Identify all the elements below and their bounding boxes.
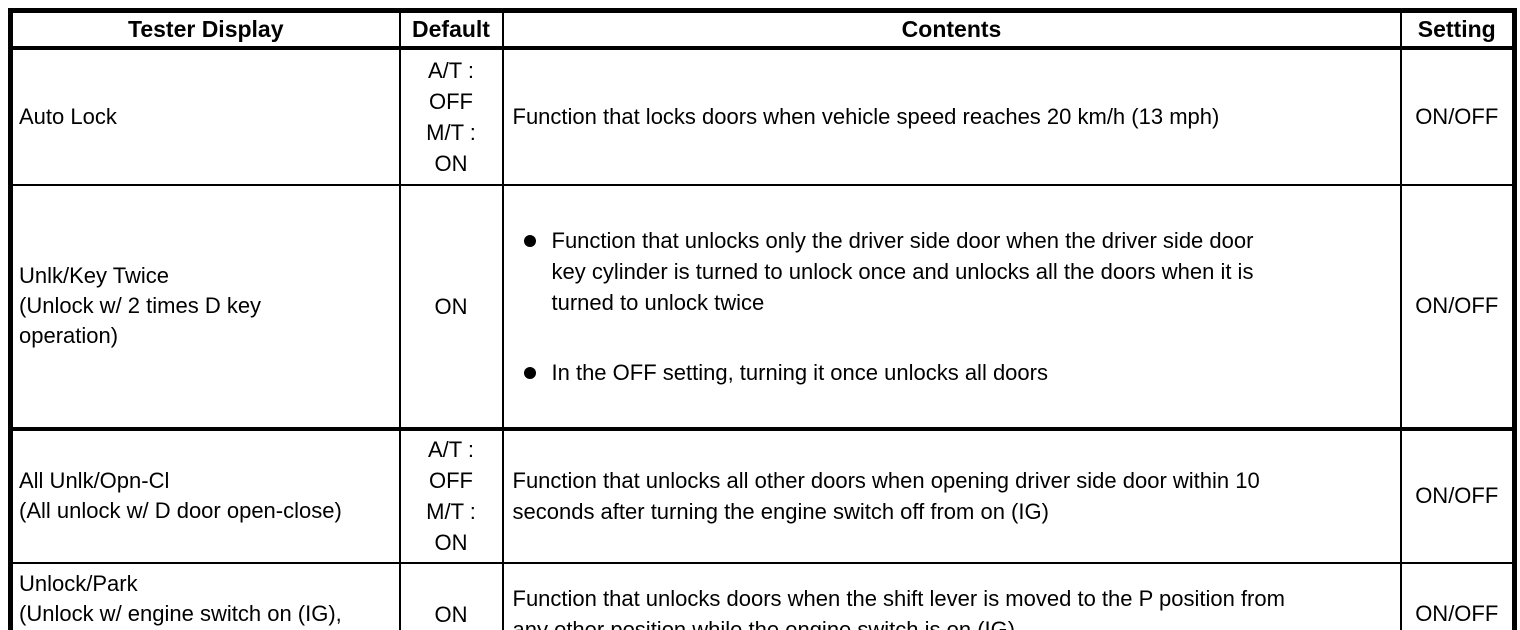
tester-settings-table: Tester Display Default Contents Setting … (8, 8, 1517, 630)
table-row-all-unlk-opn-cl: All Unlk/Opn-Cl (All unlock w/ D door op… (9, 427, 1516, 564)
cell-setting: ON/OFF (1399, 427, 1516, 564)
cell-setting: ON/OFF (1399, 46, 1516, 186)
table-row-auto-lock: Auto Lock A/T : OFF M/T : ON Function th… (9, 46, 1516, 186)
bullet-text: In the OFF setting, turning it once unlo… (551, 359, 1048, 385)
cell-setting: ON/OFF (1399, 561, 1516, 630)
bullet-list-item: Function that unlocks only the driver si… (522, 225, 1394, 318)
header-default: Default (398, 9, 504, 50)
header-contents: Contents (501, 9, 1402, 50)
cell-tester-display: Auto Lock (9, 46, 401, 186)
cell-tester-display: All Unlk/Opn-Cl (All unlock w/ D door op… (9, 427, 401, 564)
cell-contents: Function that unlocks only the driver si… (501, 183, 1402, 431)
header-tester-display: Tester Display (9, 9, 401, 50)
cell-default: A/T : OFF M/T : ON (398, 46, 504, 186)
cell-default: ON (398, 183, 504, 431)
table-row-unlk-key-twice: Unlk/Key Twice (Unlock w/ 2 times D key … (9, 183, 1516, 431)
header-setting: Setting (1399, 9, 1516, 50)
bullet-icon (523, 234, 536, 247)
cell-contents: Function that unlocks doors when the shi… (501, 561, 1402, 630)
cell-tester-display: Unlk/Key Twice (Unlock w/ 2 times D key … (9, 183, 401, 431)
bullet-text: Function that unlocks only the driver si… (551, 227, 1254, 315)
cell-tester-display: Unlock/Park (Unlock w/ engine switch on … (9, 561, 401, 630)
table-row-unlock-park: Unlock/Park (Unlock w/ engine switch on … (9, 561, 1516, 630)
bullet-icon (523, 366, 536, 379)
cell-default: ON (398, 561, 504, 630)
cell-contents: Function that locks doors when vehicle s… (501, 46, 1402, 186)
cell-contents: Function that unlocks all other doors wh… (501, 427, 1402, 564)
cell-setting: ON/OFF (1399, 183, 1516, 431)
header-row: Tester Display Default Contents Setting (9, 9, 1516, 50)
cell-default: A/T : OFF M/T : ON (398, 427, 504, 564)
bullet-list-item: In the OFF setting, turning it once unlo… (522, 357, 1394, 388)
